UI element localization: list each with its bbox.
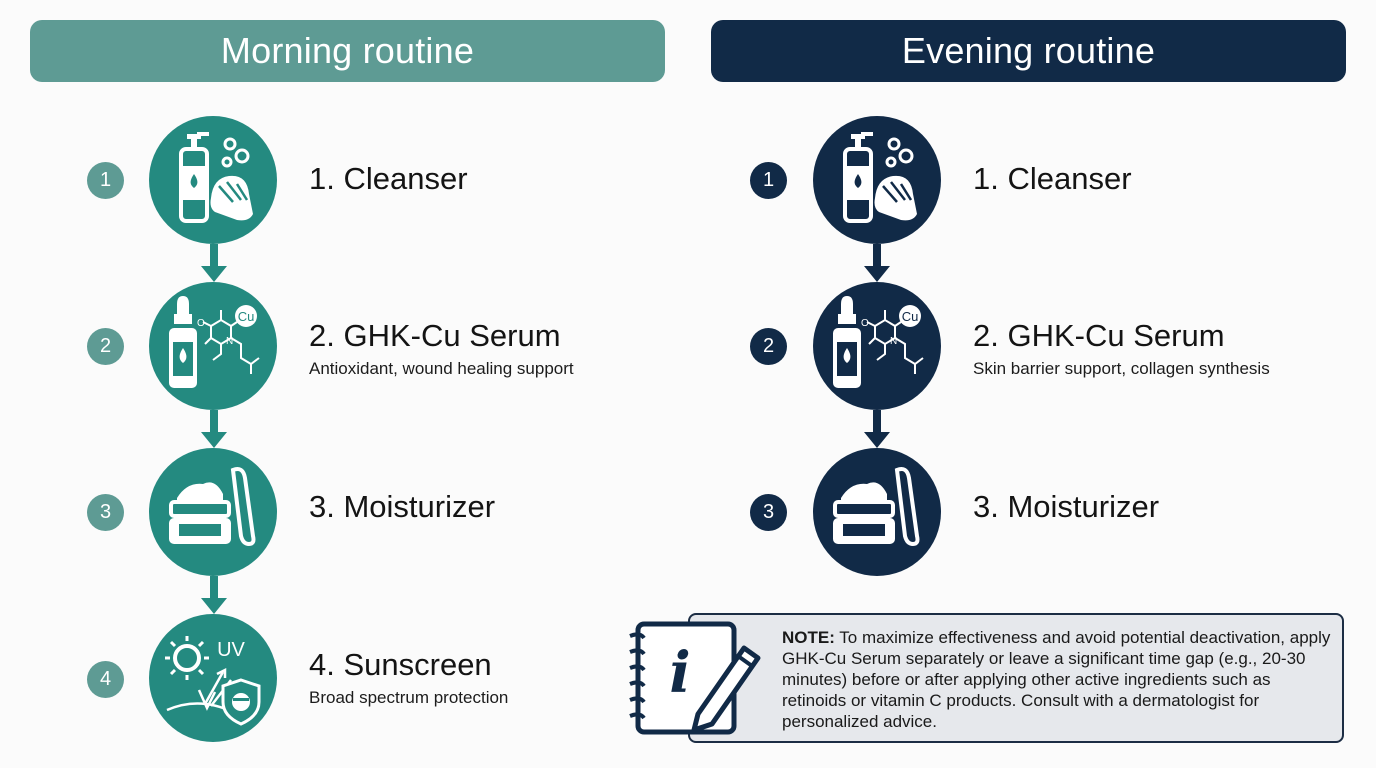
cleanser-bottle-hand-icon: [813, 116, 941, 244]
cleanser-bottle-hand-icon: [149, 116, 277, 244]
serum-dropper-molecule-icon: Cu N O: [813, 282, 941, 410]
svg-text:UV: UV: [217, 639, 245, 661]
step-title: 2. GHK-Cu Serum: [973, 318, 1225, 353]
svg-text:O: O: [197, 318, 205, 329]
step-title: 2. GHK-Cu Serum: [309, 318, 561, 353]
flow-arrow: [201, 244, 227, 282]
flow-arrow: [864, 410, 890, 448]
step-number-badge: 2: [87, 328, 124, 365]
step-subtitle: Skin barrier support, collagen synthesis: [973, 359, 1270, 378]
step-title: 1. Cleanser: [309, 161, 468, 196]
svg-text:Cu: Cu: [238, 309, 255, 324]
evening-routine-header: Evening routine: [711, 20, 1346, 82]
step-number-badge: 3: [750, 494, 787, 531]
step-number-badge: 4: [87, 661, 124, 698]
flow-arrow: [201, 410, 227, 448]
notepad-info-pencil-icon: i: [628, 612, 768, 742]
sun-uv-shield-icon: UV: [149, 614, 277, 742]
step-title: 1. Cleanser: [973, 161, 1132, 196]
note-panel: [688, 613, 1344, 743]
svg-text:Cu: Cu: [902, 309, 919, 324]
svg-text:O: O: [861, 318, 869, 329]
note-label: NOTE:: [782, 628, 835, 647]
step-number-badge: 3: [87, 494, 124, 531]
note-text: NOTE: To maximize effectiveness and avoi…: [782, 627, 1338, 732]
step-title: 4. Sunscreen: [309, 647, 492, 682]
flow-arrow: [864, 244, 890, 282]
cream-jar-spatula-icon: [149, 448, 277, 576]
morning-routine-header: Morning routine: [30, 20, 665, 82]
step-subtitle: Antioxidant, wound healing support: [309, 359, 574, 378]
serum-dropper-molecule-icon: Cu N O: [149, 282, 277, 410]
step-number-badge: 1: [87, 162, 124, 199]
note-body: To maximize effectiveness and avoid pote…: [782, 628, 1331, 731]
svg-text:N: N: [890, 336, 897, 347]
svg-text:i: i: [669, 640, 690, 706]
cream-jar-spatula-icon: [813, 448, 941, 576]
step-number-badge: 1: [750, 162, 787, 199]
flow-arrow: [201, 576, 227, 614]
step-title: 3. Moisturizer: [973, 489, 1160, 524]
step-subtitle: Broad spectrum protection: [309, 688, 509, 707]
step-title: 3. Moisturizer: [309, 489, 496, 524]
step-number-badge: 2: [750, 328, 787, 365]
svg-text:N: N: [226, 336, 233, 347]
